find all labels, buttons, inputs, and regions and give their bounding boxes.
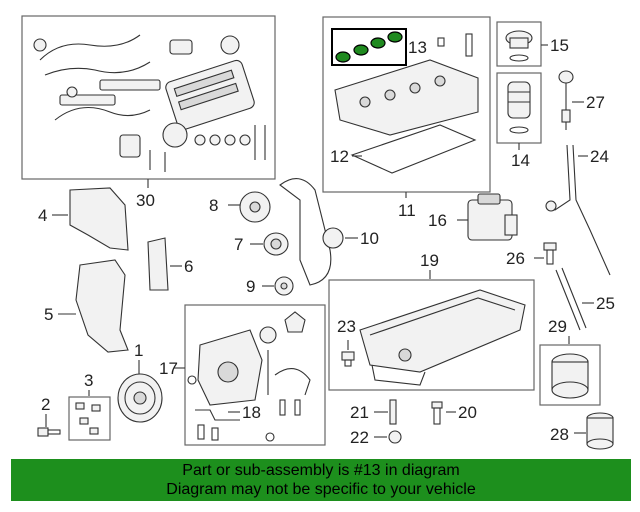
label-20: 20 — [458, 403, 477, 422]
dipstick-drawing — [558, 70, 574, 130]
label-3: 3 — [84, 371, 93, 390]
label-30: 30 — [136, 191, 155, 210]
banner-line-2: Diagram may not be specific to your vehi… — [166, 481, 476, 498]
label-25: 25 — [596, 294, 615, 313]
part-21-drawing — [389, 399, 397, 425]
label-11: 11 — [398, 201, 416, 220]
label-1: 1 — [134, 341, 143, 360]
filter-housing-drawing — [551, 353, 589, 399]
group-box-3 — [68, 396, 111, 441]
spark-plug-tube-seals — [335, 31, 403, 63]
bolt-2-drawing — [37, 427, 61, 437]
label-26: 26 — [506, 249, 525, 268]
oil-cap-drawing — [505, 30, 533, 62]
label-13: 13 — [408, 38, 427, 57]
intake-manifold-drawing — [33, 34, 266, 172]
highlight-box-13 — [331, 28, 407, 66]
module-16-drawing — [467, 193, 518, 241]
label-17: 17 — [159, 359, 178, 378]
bolts-3-drawing — [75, 402, 101, 435]
label-23: 23 — [337, 317, 356, 336]
oil-pump-drawing — [187, 311, 311, 442]
cover-5-drawing — [75, 259, 129, 353]
banner-line-1: Part or sub-assembly is #13 in diagram — [182, 462, 460, 479]
bolt-20-drawing — [431, 401, 443, 425]
label-12: 12 — [330, 147, 349, 166]
label-5: 5 — [44, 305, 53, 324]
parts-diagram: 30 13 12 11 15 14 — [21, 15, 615, 450]
label-24: 24 — [590, 147, 609, 166]
label-2: 2 — [41, 395, 50, 414]
cover-4-drawing — [69, 187, 129, 251]
pulley-7-drawing — [263, 232, 289, 256]
label-6: 6 — [184, 257, 193, 276]
label-18: 18 — [242, 403, 261, 422]
label-21: 21 — [350, 403, 369, 422]
filler-tube-drawing — [507, 81, 531, 134]
label-15: 15 — [550, 36, 569, 55]
oil-pan-drawing — [359, 289, 526, 386]
label-8: 8 — [209, 196, 218, 215]
group-box-19 — [328, 279, 535, 391]
valve-cover-drawing — [334, 33, 479, 174]
sprocket-8-drawing — [239, 191, 271, 223]
dipstick-tube-drawing — [545, 144, 611, 276]
label-7: 7 — [234, 235, 243, 254]
group-box-29 — [539, 344, 601, 406]
part-22-drawing — [388, 430, 402, 444]
info-banner: Part or sub-assembly is #13 in diagram D… — [11, 459, 631, 501]
timing-belt-drawing — [279, 178, 344, 286]
label-4: 4 — [38, 206, 47, 225]
label-16: 16 — [428, 211, 447, 230]
gear-9-drawing — [274, 276, 294, 296]
crank-pulley-1-drawing — [117, 373, 163, 423]
group-box-15 — [496, 21, 542, 67]
tube-25-drawing — [555, 267, 587, 331]
label-9: 9 — [246, 277, 255, 296]
label-28: 28 — [550, 425, 569, 444]
label-14: 14 — [511, 151, 530, 170]
label-19: 19 — [420, 251, 439, 270]
bracket-6-drawing — [147, 237, 169, 291]
label-10: 10 — [360, 229, 379, 248]
label-27: 27 — [586, 93, 605, 112]
drain-plug-23-drawing — [341, 351, 355, 367]
group-box-17 — [184, 304, 326, 446]
bolt-26-drawing — [543, 242, 557, 265]
label-22: 22 — [350, 428, 369, 447]
filter-element-drawing — [586, 412, 614, 450]
label-29: 29 — [548, 317, 567, 336]
